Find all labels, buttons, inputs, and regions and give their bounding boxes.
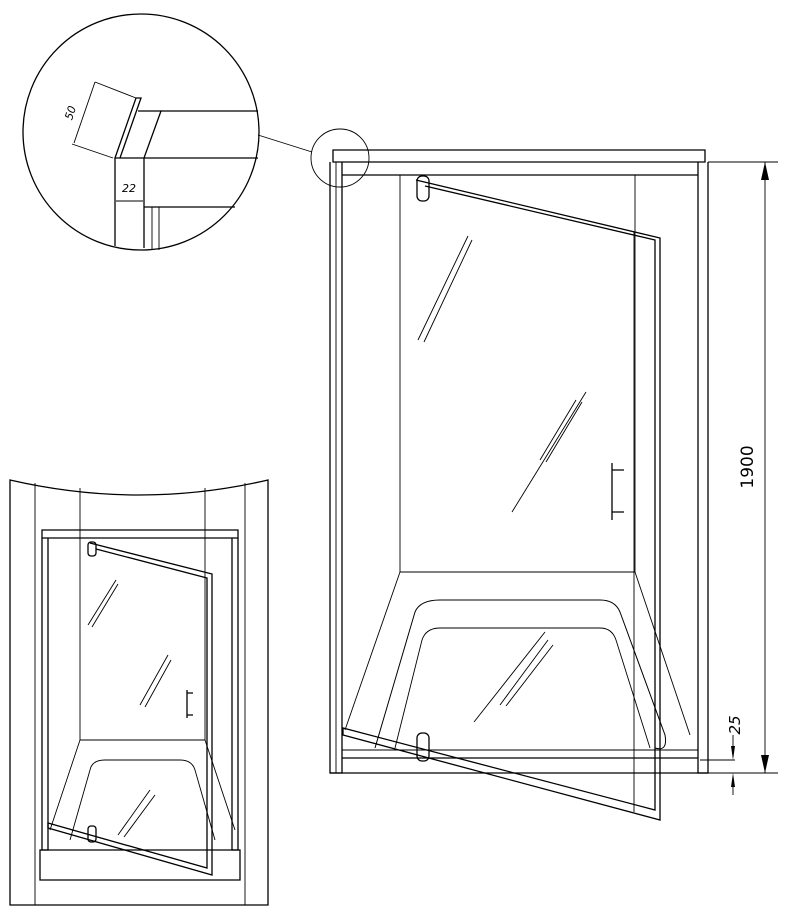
bottom-hinge-icon bbox=[416, 732, 430, 762]
small-side-profiles bbox=[41, 538, 239, 851]
dim-label-22: 22 bbox=[122, 182, 136, 195]
shower-tray-inner bbox=[394, 627, 651, 749]
dim-label-25: 25 bbox=[726, 715, 744, 734]
small-glass-reflection-lines bbox=[87, 579, 172, 838]
small-shower-tray bbox=[69, 759, 216, 841]
dim-label-1900: 1900 bbox=[738, 445, 758, 488]
corner-detail-view: 50 22 bbox=[22, 13, 313, 251]
small-bottom-hinge-icon bbox=[87, 825, 97, 843]
detail-glass-edge bbox=[114, 97, 142, 159]
small-tray-base bbox=[39, 849, 241, 881]
pivot-door-glass bbox=[342, 179, 661, 821]
dim-label-50: 50 bbox=[62, 104, 79, 121]
niche-back-wall bbox=[49, 488, 236, 831]
small-top-hinge-icon bbox=[87, 541, 97, 557]
detail-circle bbox=[22, 13, 260, 251]
niche-outline bbox=[9, 479, 269, 906]
main-front-view: 1900 25 bbox=[310, 128, 778, 821]
dim-line-50 bbox=[73, 81, 96, 144]
detail-profile-top bbox=[120, 110, 162, 159]
installed-perspective-view bbox=[9, 479, 269, 906]
floor-perspective-line bbox=[344, 571, 401, 731]
small-door-handle bbox=[186, 690, 193, 718]
door-handle bbox=[611, 463, 624, 520]
niche-wall-lines bbox=[34, 483, 246, 905]
dim-extension-line bbox=[94, 81, 137, 99]
small-top-profile bbox=[41, 529, 239, 539]
top-hinge-icon bbox=[416, 175, 430, 202]
detail-marker-circle bbox=[310, 128, 370, 188]
right-wall-profile bbox=[697, 162, 709, 774]
shower-tray bbox=[374, 599, 666, 750]
dim-arrowheads bbox=[731, 746, 735, 787]
dim-extension-line bbox=[71, 143, 114, 159]
top-profile bbox=[332, 149, 706, 163]
detail-leader-line bbox=[257, 134, 313, 153]
glass-reflection-lines bbox=[417, 235, 587, 723]
small-pivot-door bbox=[47, 542, 213, 876]
floor-perspective-line bbox=[634, 571, 691, 736]
